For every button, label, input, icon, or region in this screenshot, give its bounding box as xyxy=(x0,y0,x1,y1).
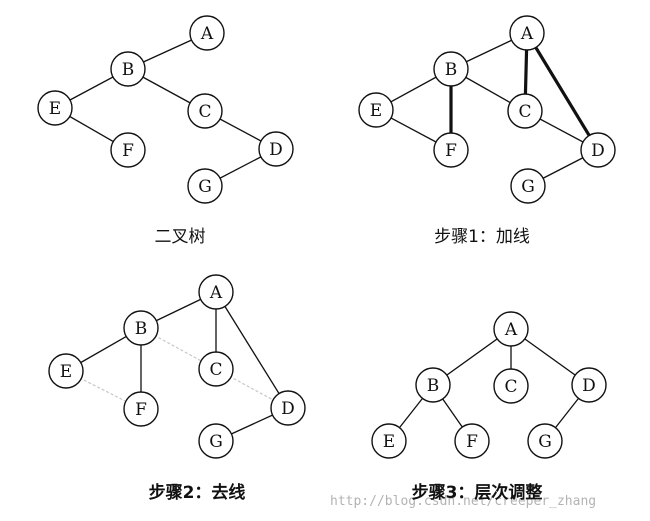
node-label: G xyxy=(521,177,535,197)
node-e: E xyxy=(48,353,84,389)
node-label: D xyxy=(269,140,283,160)
caption-step2: 步骤2：去线 xyxy=(149,482,246,503)
node-f: F xyxy=(123,391,159,427)
node-circle xyxy=(187,93,223,129)
node-d: D xyxy=(270,390,306,426)
node-circle xyxy=(507,93,543,129)
node-label: F xyxy=(135,400,147,420)
node-circle xyxy=(433,132,469,168)
node-circle xyxy=(493,311,529,347)
node-g: G xyxy=(198,423,234,459)
node-label: F xyxy=(122,141,134,161)
node-label: C xyxy=(198,102,211,122)
node-circle xyxy=(270,390,306,426)
node-c: C xyxy=(198,351,234,387)
diagram-step3: A B C D E F G 步骤3：层次调整 xyxy=(371,311,607,503)
node-label: D xyxy=(591,141,605,161)
node-circle xyxy=(527,423,563,459)
node-b: B xyxy=(415,367,451,403)
node-f: F xyxy=(454,423,490,459)
node-label: F xyxy=(445,141,457,161)
node-circle xyxy=(198,351,234,387)
node-label: E xyxy=(60,362,72,382)
node-label: G xyxy=(198,177,212,197)
node-b: B xyxy=(123,310,159,346)
node-label: C xyxy=(504,377,517,397)
node-circle xyxy=(571,367,607,403)
node-label: D xyxy=(582,376,596,396)
node-circle xyxy=(415,367,451,403)
caption-step3: 步骤3：层次调整 xyxy=(412,482,543,503)
node-circle xyxy=(358,92,394,128)
node-circle xyxy=(433,51,469,87)
node-label: E xyxy=(370,101,382,121)
node-label: A xyxy=(520,24,534,44)
node-d: D xyxy=(580,132,616,168)
node-a: A xyxy=(189,15,225,51)
node-a: A xyxy=(509,15,545,51)
node-c: C xyxy=(507,93,543,129)
node-circle xyxy=(48,353,84,389)
node-label: C xyxy=(209,360,222,380)
node-circle xyxy=(189,15,225,51)
node-d: D xyxy=(258,131,294,167)
node-f: F xyxy=(110,132,146,168)
node-d: D xyxy=(571,367,607,403)
caption-step1: 步骤1：加线 xyxy=(434,227,530,247)
node-circle xyxy=(510,168,546,204)
node-label: G xyxy=(209,432,223,452)
diagram-step2: A B C D E F G 步骤2：去线 xyxy=(48,274,306,503)
node-circle xyxy=(371,423,407,459)
node-g: G xyxy=(527,423,563,459)
node-f: F xyxy=(433,132,469,168)
node-b: B xyxy=(110,51,146,87)
diagram-step1: A B C D E F G 步骤1：加线 xyxy=(358,15,616,247)
node-label: E xyxy=(49,99,61,119)
node-a: A xyxy=(198,274,234,310)
node-circle xyxy=(110,132,146,168)
node-label: B xyxy=(122,60,135,80)
node-c: C xyxy=(187,93,223,129)
diagram-tree: A B C D E F G 二叉树 xyxy=(37,15,294,247)
node-circle xyxy=(110,51,146,87)
node-circle xyxy=(454,423,490,459)
node-c: C xyxy=(493,368,529,404)
node-circle xyxy=(198,274,234,310)
edge-a-d xyxy=(215,291,289,409)
node-label: A xyxy=(209,283,223,303)
node-circle xyxy=(580,132,616,168)
node-label: C xyxy=(518,102,531,122)
node-e: E xyxy=(371,423,407,459)
edge-a-d xyxy=(525,32,600,151)
node-circle xyxy=(123,310,159,346)
node-label: F xyxy=(466,432,478,452)
edge-c-d xyxy=(215,368,289,409)
node-label: A xyxy=(200,24,214,44)
node-a: A xyxy=(493,311,529,347)
node-label: B xyxy=(135,319,148,339)
node-e: E xyxy=(37,90,73,126)
node-circle xyxy=(37,90,73,126)
node-circle xyxy=(258,131,294,167)
node-circle xyxy=(509,15,545,51)
node-label: E xyxy=(383,432,395,452)
node-g: G xyxy=(510,168,546,204)
node-b: B xyxy=(433,51,469,87)
node-circle xyxy=(123,391,159,427)
caption-tree: 二叉树 xyxy=(155,227,206,247)
node-label: G xyxy=(538,432,552,452)
node-label: A xyxy=(504,320,518,340)
node-circle xyxy=(493,368,529,404)
node-e: E xyxy=(358,92,394,128)
node-label: D xyxy=(281,399,295,419)
node-circle xyxy=(198,423,234,459)
node-label: B xyxy=(427,376,440,396)
watermark-text: http://blog.csdn.net/creeper_zhang xyxy=(330,494,596,509)
node-g: G xyxy=(187,168,223,204)
node-label: B xyxy=(445,60,458,80)
node-circle xyxy=(187,168,223,204)
